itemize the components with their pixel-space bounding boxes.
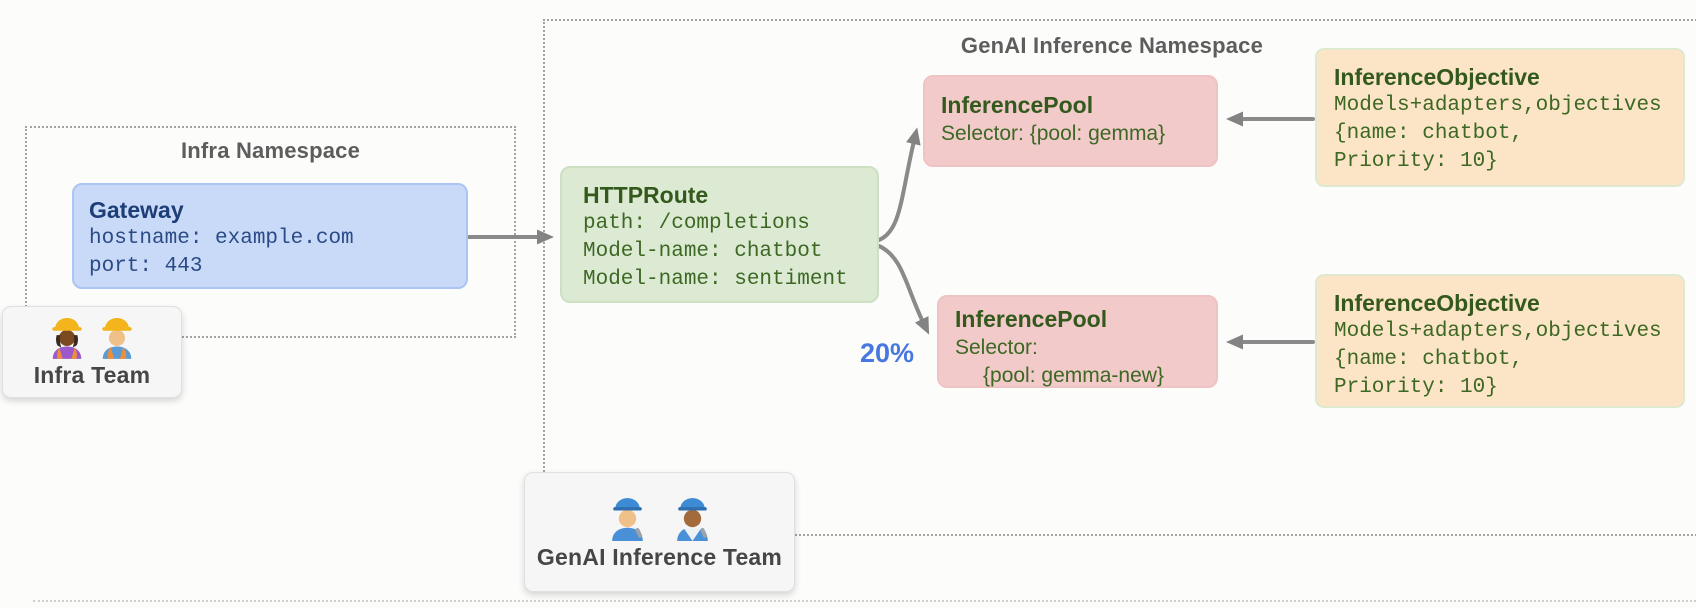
genai-namespace-label: GenAI Inference Namespace	[960, 33, 1264, 58]
inference-objective-bottom-node: InferenceObjective Models+adapters,objec…	[1315, 274, 1685, 408]
infra-namespace-label: Infra Namespace	[180, 138, 361, 163]
inference-objective-name: {name: chatbot,	[1334, 348, 1524, 371]
inference-objective-priority: Priority: 10}	[1334, 376, 1498, 399]
inference-pool-selector: Selector:	[955, 336, 1038, 359]
inference-objective-top-node: InferenceObjective Models+adapters,objec…	[1315, 48, 1685, 187]
bottom-boundary-dotted-line	[33, 600, 1696, 602]
gateway-port: port: 443	[89, 255, 203, 278]
infra-team-icons	[48, 315, 136, 359]
construction-worker-icon	[102, 318, 132, 359]
mechanic-icon	[676, 497, 708, 541]
inference-pool-selector-value: {pool: gemma-new}	[983, 364, 1164, 387]
inference-objective-name: {name: chatbot,	[1334, 122, 1524, 145]
genai-team-card: GenAI Inference Team	[524, 472, 795, 592]
gateway-node: Gateway hostname: example.com port: 443	[72, 183, 468, 289]
inference-objective-priority: Priority: 10}	[1334, 150, 1498, 173]
inference-objective-title: InferenceObjective	[1334, 290, 1540, 316]
inference-objective-models: Models+adapters,objectives	[1334, 320, 1662, 343]
infra-namespace-box: Infra Namespace	[25, 126, 516, 338]
httproute-path: path: /completions	[583, 212, 810, 235]
genai-team-icons	[607, 494, 713, 541]
mechanic-icon	[611, 497, 643, 541]
httproute-model-sentiment: Model-name: sentiment	[583, 268, 848, 291]
httproute-model-chatbot: Model-name: chatbot	[583, 240, 823, 263]
infra-team-label: Infra Team	[33, 362, 151, 388]
inference-objective-title: InferenceObjective	[1334, 64, 1540, 90]
infra-team-card: Infra Team	[2, 306, 182, 398]
gateway-hostname: hostname: example.com	[89, 227, 354, 250]
inference-pool-gemma-new-node: InferencePool Selector: {pool: gemma-new…	[937, 295, 1218, 388]
gateway-title: Gateway	[89, 197, 184, 223]
construction-worker-icon	[52, 318, 82, 359]
inference-objective-models: Models+adapters,objectives	[1334, 94, 1662, 117]
inference-pool-selector: Selector: {pool: gemma}	[941, 122, 1166, 145]
genai-namespace-box: GenAI Inference Namespace	[543, 19, 1696, 536]
inference-pool-title: InferencePool	[955, 306, 1108, 332]
genai-team-label: GenAI Inference Team	[536, 543, 783, 570]
httproute-title: HTTPRoute	[583, 182, 709, 208]
inference-pool-gemma-node: InferencePool Selector: {pool: gemma}	[923, 75, 1218, 167]
traffic-split-label: 20%	[860, 338, 915, 368]
inference-pool-title: InferencePool	[941, 92, 1094, 118]
httproute-node: HTTPRoute path: /completions Model-name:…	[560, 166, 879, 303]
